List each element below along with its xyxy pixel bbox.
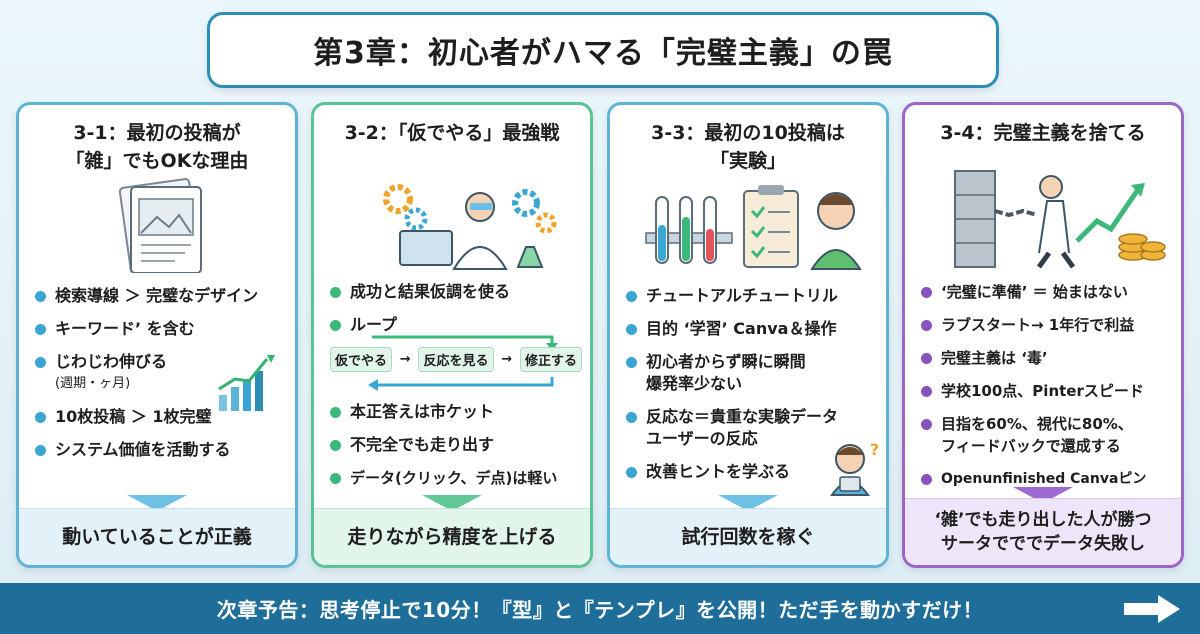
loop-step: 仮でやる	[330, 346, 393, 372]
document-icon	[118, 178, 202, 273]
card-3-1: 3-1：最初の投稿が 「雑」でもOKな理由 検索導線 ＞ 完璧なデザイン キーワ…	[16, 102, 298, 568]
list-item: じわじわ伸びる (週期・ヶ月)	[33, 351, 289, 395]
list-item: システム価値を活動する	[33, 439, 289, 461]
arrow-right-icon	[1124, 595, 1180, 623]
list-item: 完璧主義は ‘毒’	[919, 347, 1175, 369]
loop-steps: 仮でやる → 反応を見る → 修正する	[330, 345, 582, 373]
page-title: 第3章：初心者がハマる「完璧主義」の罠	[207, 12, 999, 88]
list-item: 不完全でも走り出す	[328, 434, 584, 456]
down-arrow-icon	[422, 495, 482, 511]
point-list: 成功と結果仮調を使る ループ	[328, 281, 584, 347]
card-footer: 動いていることが正義	[19, 508, 295, 565]
next-chapter-banner: 次章予告：思考停止で10分！『型』と『テンプレ』を公開！ただ手を動かすだけ！	[0, 583, 1200, 634]
list-item: 本正答えは市ケット	[328, 401, 584, 423]
scientist-icon	[383, 184, 557, 270]
breaking-chains-icon	[954, 170, 1166, 269]
point-list-2: 本正答えは市ケット 不完全でも走り出す データ(クリック、デ点)は軽い	[328, 401, 584, 500]
card-footer: 試行回数を稼ぐ	[610, 508, 886, 565]
growth-chart-icon	[218, 355, 275, 411]
list-item: データ(クリック、デ点)は軽い	[328, 467, 584, 489]
kid-with-tablet-icon: ?	[830, 440, 879, 496]
card-title: 3-3：最初の10投稿は 「実験」	[610, 119, 886, 175]
card-title: 3-1：最初の投稿が 「雑」でもOKな理由	[19, 119, 295, 175]
card-3-4: 3-4：完璧主義を捨てる ‘完璧に準備’ ＝ 始まはない ラブスタート→ 1年⾏…	[902, 102, 1184, 568]
list-item: ループ	[328, 314, 584, 336]
arrow-right-icon: →	[399, 351, 411, 367]
svg-text:?: ?	[870, 440, 879, 459]
list-item: 反応な＝貴重な実験データ ユーザーの反応	[624, 406, 880, 450]
lab-test-tubes-icon	[645, 185, 862, 270]
list-item: 検索導線 ＞ 完璧なデザイン	[33, 285, 289, 307]
list-item-text: 初心者からず瞬に瞬間	[646, 352, 806, 371]
list-item: 目的 ‘学習’ Canva＆操作	[624, 318, 880, 340]
list-item-text-2: フィードバックで還成する	[941, 437, 1121, 455]
loop-step: 修正する	[519, 346, 582, 372]
list-item: 目指を60%、視代に80%、 フィードバックで還成する	[919, 413, 1175, 457]
list-item-text: 目指を60%、視代に80%、	[941, 415, 1133, 433]
list-item: 10枚投稿 ＞ 1枚完璧	[33, 406, 289, 428]
list-item: Openunfinished Canvaピン	[919, 468, 1175, 490]
card-title-line2: 「雑」でもOKな理由	[65, 150, 249, 172]
list-item-text-2: 爆発率少ない	[646, 374, 743, 393]
card-title-line2: 「実験」	[709, 150, 786, 172]
point-list: ‘完璧に準備’ ＝ 始まはない ラブスタート→ 1年⾏で利益 完璧主義は ‘毒’…	[919, 281, 1175, 501]
list-item: 初心者からず瞬に瞬間 爆発率少ない	[624, 351, 880, 395]
card-footer: 走りながら精度を上げる	[314, 508, 590, 565]
list-item-sub: (週期・ヶ月)	[55, 376, 131, 391]
card-title: 3-4：完璧主義を捨てる	[940, 122, 1146, 144]
point-list: 検索導線 ＞ 完璧なデザイン キーワード’ を含む じわじわ伸びる (週期・ヶ月…	[33, 285, 289, 472]
card-3-2: 3-2：「仮でやる」最強戦 成功と結果仮調を使る ループ 仮でやる → 反応を見…	[311, 102, 593, 568]
card-footer-line2: サータでででデータ失敗し	[940, 534, 1145, 554]
list-item-text-2: ユーザーの反応	[646, 429, 758, 448]
list-item-text: 反応な＝貴重な実験データ	[646, 407, 839, 426]
arrow-right-icon: →	[501, 351, 513, 367]
card-title-line1: 3-3：最初の10投稿は	[651, 122, 845, 144]
card-title-line1: 3-1：最初の投稿が	[73, 122, 241, 144]
list-item: ‘完璧に準備’ ＝ 始まはない	[919, 281, 1175, 303]
down-arrow-icon	[718, 495, 778, 511]
list-item: チュートアルチュートリル	[624, 285, 880, 307]
card-footer: ‘雑’でも走り出した人が勝つ サータでででデータ失敗し	[905, 498, 1181, 565]
card-footer-line1: ‘雑’でも走り出した人が勝つ	[934, 510, 1152, 530]
list-item-text: じわじわ伸びる	[55, 352, 168, 371]
loop-step: 反応を見る	[418, 346, 494, 372]
list-item: ラブスタート→ 1年⾏で利益	[919, 314, 1175, 336]
list-item: 成功と結果仮調を使る	[328, 281, 584, 303]
card-title: 3-2：「仮でやる」最強戦	[344, 122, 560, 144]
card-3-3: 3-3：最初の10投稿は 「実験」 チュートアルチュートリル 目的 ‘学習’ C…	[607, 102, 889, 568]
list-item: 学校100点、Pinterスピード	[919, 380, 1175, 402]
next-chapter-text: 次章予告：思考停止で10分！『型』と『テンプレ』を公開！ただ手を動かすだけ！	[216, 598, 984, 622]
list-item: キーワード’ を含む	[33, 318, 289, 340]
point-list: チュートアルチュートリル 目的 ‘学習’ Canva＆操作 初心者からず瞬に瞬間…	[624, 285, 880, 494]
down-arrow-icon	[127, 495, 187, 511]
list-item: 改善ヒントを学ぶる	[624, 461, 880, 483]
